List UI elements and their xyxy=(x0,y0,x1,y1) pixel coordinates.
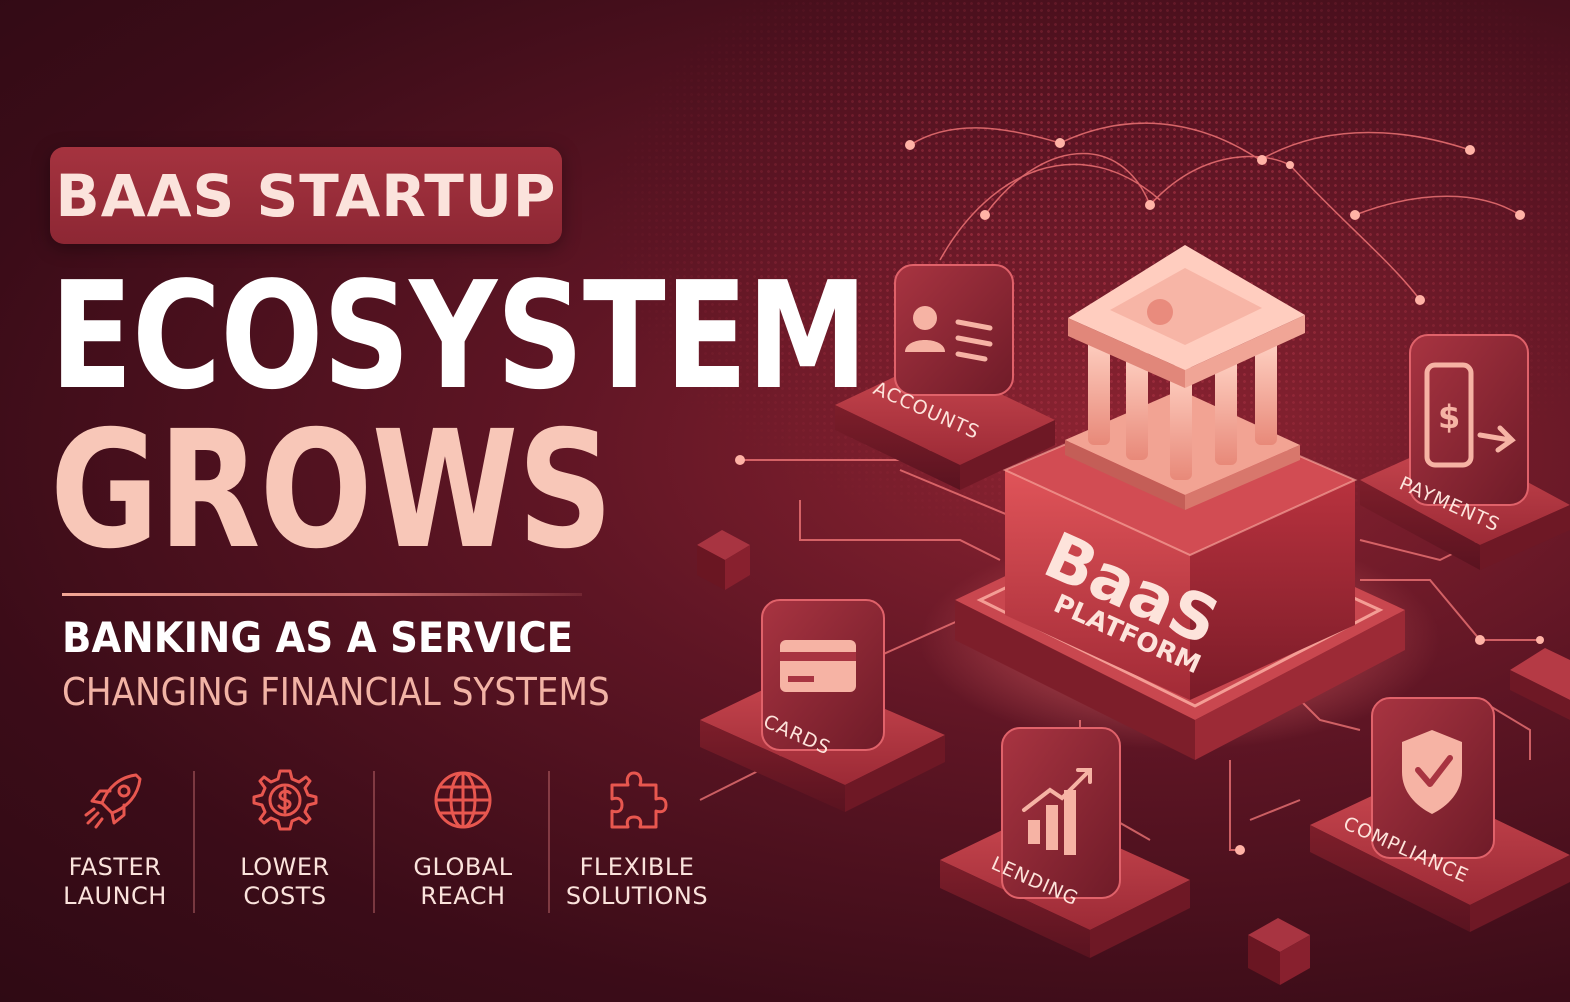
user-icon xyxy=(913,306,937,330)
feature-label-line-2: SOLUTIONS xyxy=(565,882,709,910)
headline-line-2: GROWS xyxy=(50,397,613,585)
subtitle-line-1: BANKING AS A SERVICE xyxy=(62,613,574,662)
network-arcs xyxy=(909,122,1521,301)
module-cards: CARDS xyxy=(700,599,945,812)
feature-label-line-2: COSTS xyxy=(243,882,327,910)
shield-check-icon xyxy=(1402,730,1462,814)
feature-label-line-2: REACH xyxy=(420,882,506,910)
feature-label-line-1: FASTER xyxy=(68,853,162,881)
module-compliance: COMPLIANCE xyxy=(1310,697,1570,932)
decorative-cube xyxy=(697,530,750,590)
circuit-nodes xyxy=(735,455,1544,855)
bank-icon xyxy=(1065,245,1305,510)
module-payments: $ PAYMENTS xyxy=(1360,334,1570,570)
network-nodes xyxy=(905,138,1525,305)
module-accounts: ACCOUNTS xyxy=(835,264,1055,490)
feature-label-line-1: LOWER xyxy=(240,853,330,881)
divider-line xyxy=(62,593,582,596)
category-badge-label: BAAS STARTUP xyxy=(55,161,557,230)
feature-separator xyxy=(373,771,375,913)
credit-card-icon xyxy=(780,640,856,692)
feature-label-line-1: GLOBAL xyxy=(413,853,513,881)
feature-label-line-1: FLEXIBLE xyxy=(579,853,695,881)
feature-separator xyxy=(193,771,195,913)
feature-list: FASTER LAUNCH LOWER COSTS GLOBAL xyxy=(30,765,730,925)
puzzle-icon xyxy=(610,771,668,829)
category-badge: BAAS STARTUP xyxy=(50,147,562,244)
feature-faster-launch: FASTER LAUNCH xyxy=(30,765,200,911)
gear-dollar-icon xyxy=(252,769,318,831)
growth-chart-icon xyxy=(1028,790,1076,855)
subtitle-line-2: CHANGING FINANCIAL SYSTEMS xyxy=(62,670,610,714)
rocket-icon xyxy=(84,773,142,829)
module-lending: LENDING xyxy=(940,727,1190,958)
decorative-cube xyxy=(1248,918,1310,985)
feature-label-line-2: LAUNCH xyxy=(63,882,167,910)
headline-line-1: ECOSYSTEM xyxy=(50,250,868,422)
feature-separator xyxy=(548,771,550,913)
feature-global-reach: GLOBAL REACH xyxy=(378,765,548,911)
svg-text:$: $ xyxy=(1438,398,1460,436)
module-partial xyxy=(1510,648,1570,720)
feature-lower-costs: LOWER COSTS xyxy=(200,765,370,911)
feature-flexible-solutions: FLEXIBLE SOLUTIONS xyxy=(552,765,722,911)
globe-icon xyxy=(434,771,492,829)
phone-icon xyxy=(1424,362,1474,468)
